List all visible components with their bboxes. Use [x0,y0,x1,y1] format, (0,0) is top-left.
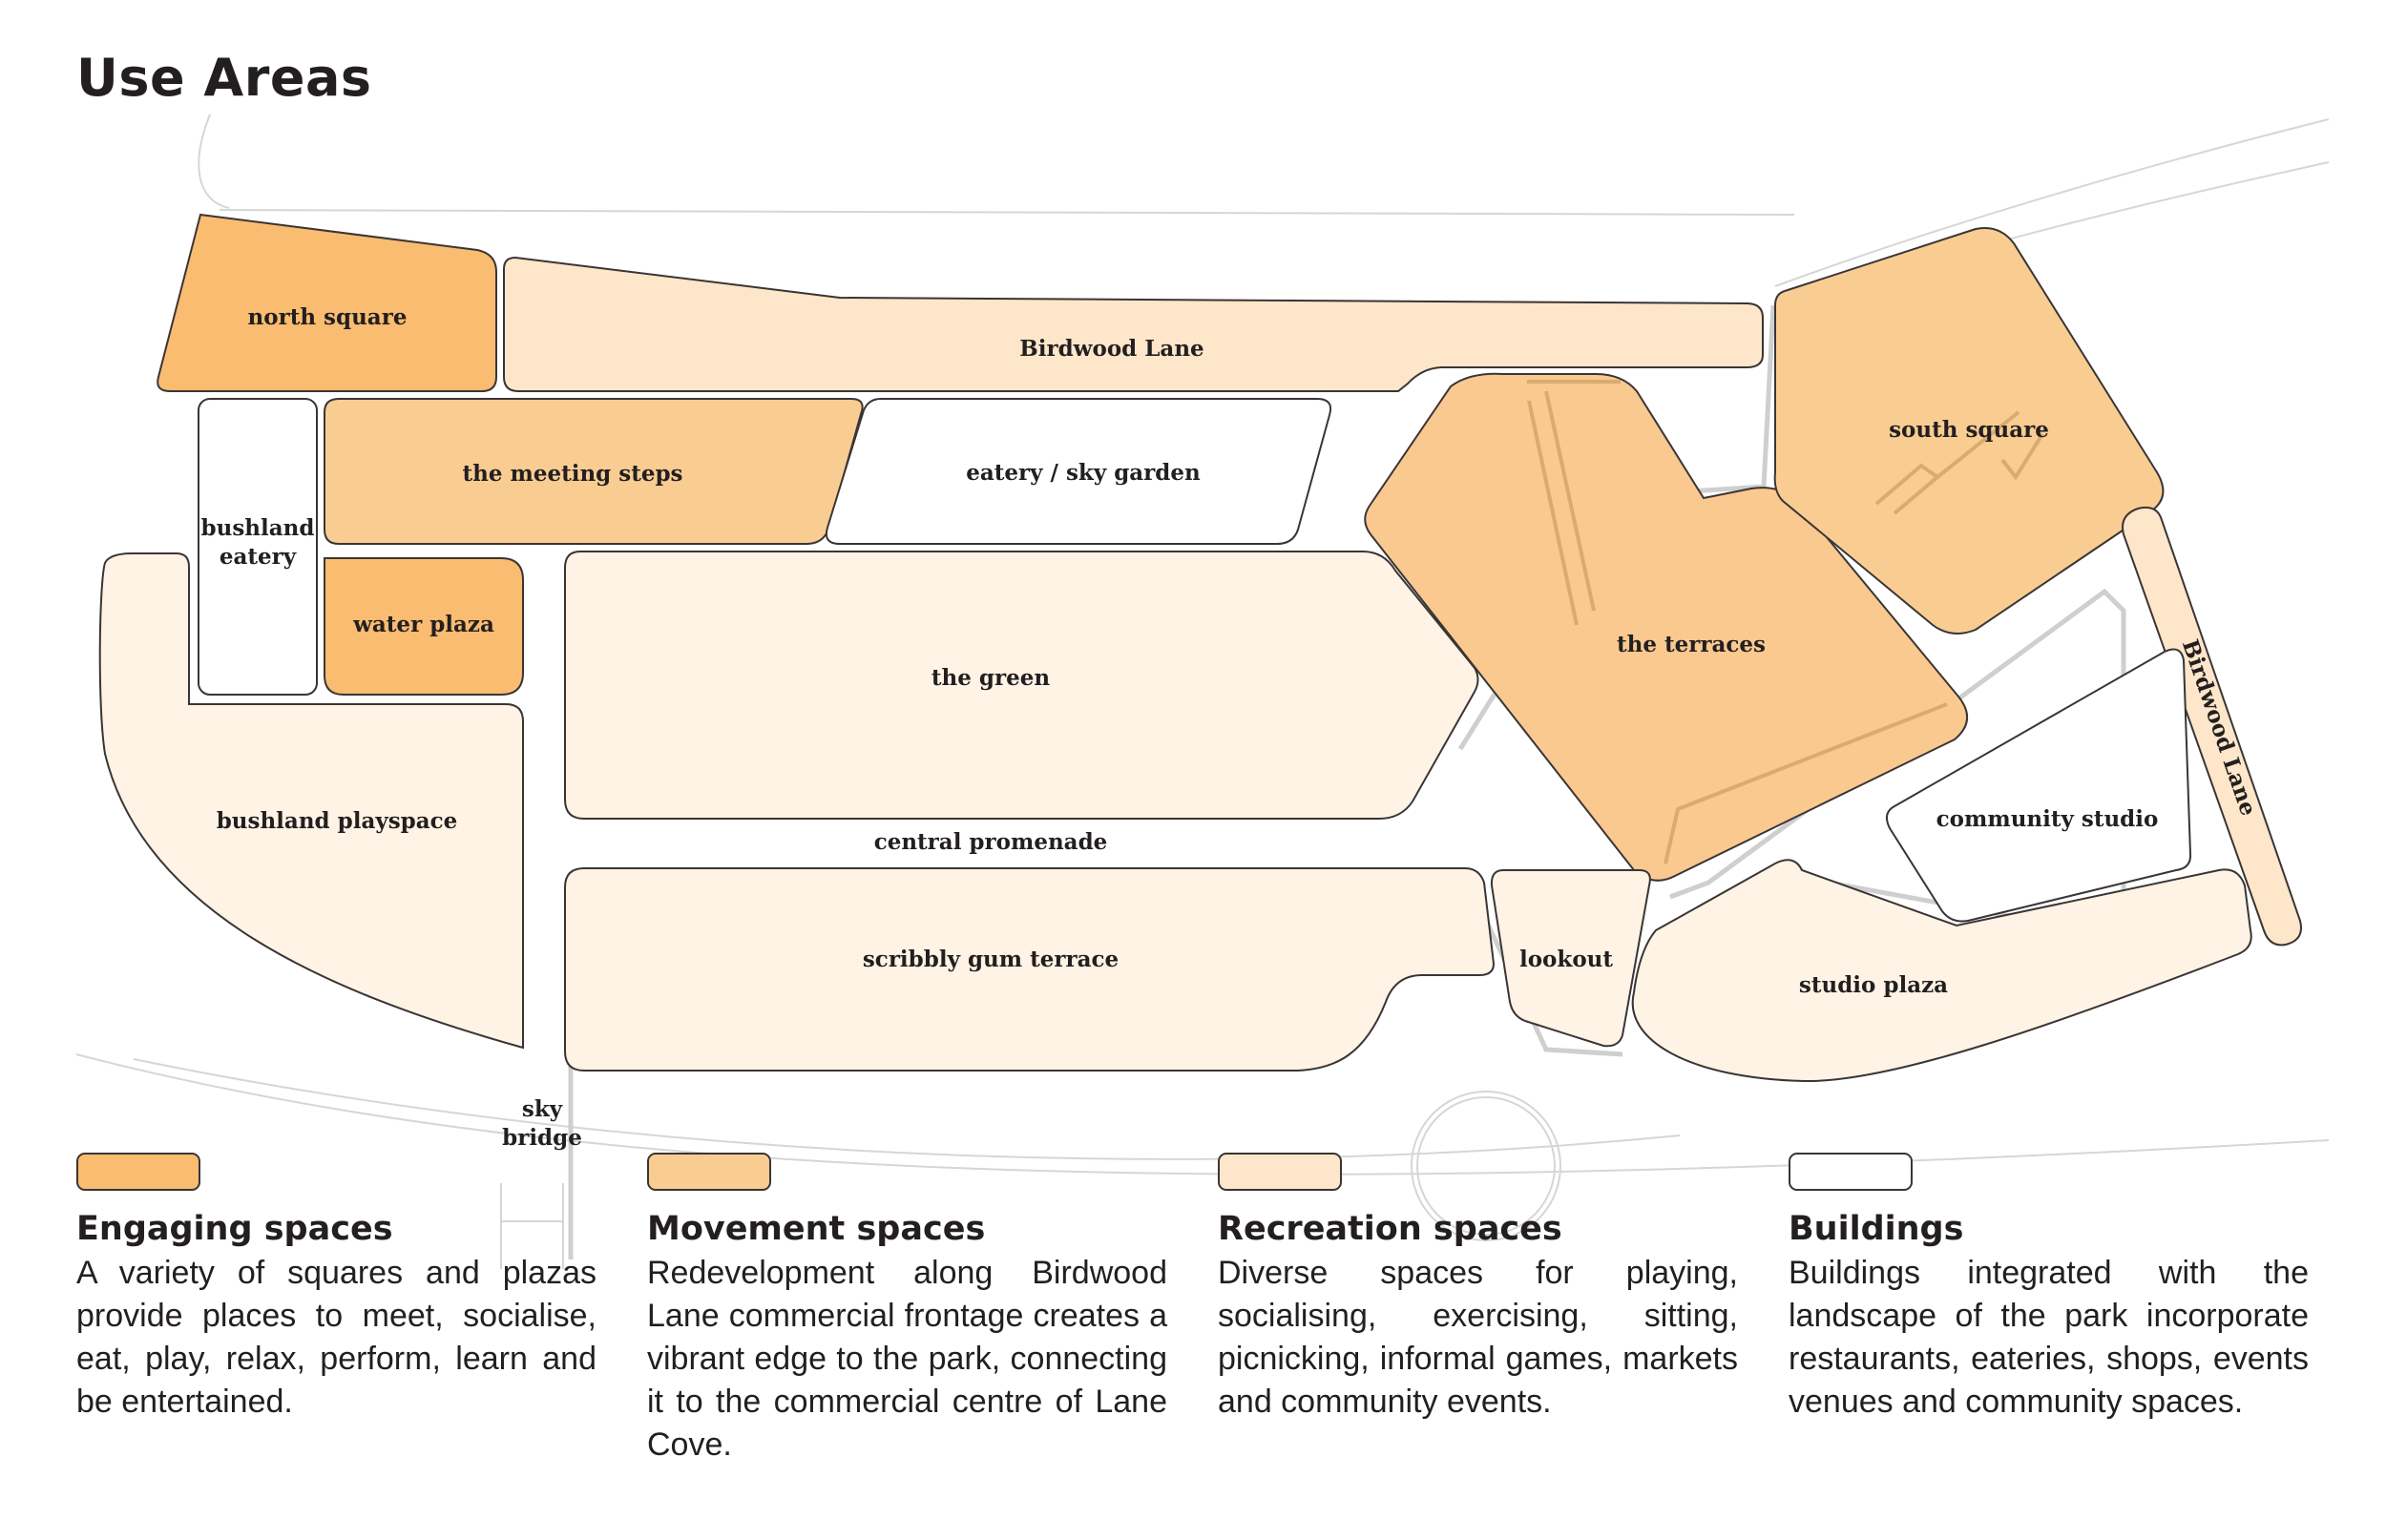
legend-title-buildings: Buildings [1789,1210,1964,1248]
context-lines [75,114,2330,1269]
south-square-label: south square [1889,417,2049,443]
birdwood-lane-side[interactable] [2122,506,2302,947]
meeting-steps-label: the meeting steps [463,461,683,487]
bushland-eatery-label-line1: bushland [201,515,315,541]
studio-plaza[interactable] [1631,859,2252,1083]
birdwood-lane-top-label: Birdwood Lane [1019,336,1203,362]
the-green[interactable] [564,551,1479,820]
swatch-movement [647,1153,771,1191]
page-title: Use Areas [76,48,372,108]
legend-title-engaging: Engaging spaces [76,1210,393,1248]
legend-title-recreation: Recreation spaces [1218,1210,1562,1248]
legend-title-movement: Movement spaces [647,1210,986,1248]
community-studio[interactable] [1885,648,2192,923]
legend-desc-movement: Redevelopment along Birdwood Lane commer… [647,1255,1167,1463]
south-square[interactable] [1773,227,2165,635]
the-terraces-label: the terraces [1617,632,1766,657]
water-plaza-label: water plaza [352,612,494,637]
legend-recreation: Recreation spaces Diverse spaces for pla… [1218,1153,1738,1424]
lookout-label: lookout [1519,947,1613,972]
meeting-steps[interactable] [324,398,864,545]
scribbly-gum-terrace-label: scribbly gum terrace [863,947,1119,972]
water-plaza[interactable] [324,557,524,696]
sky-bridge-label-line2: bridge [502,1125,582,1151]
swatch-recreation [1218,1153,1342,1191]
legend-movement: Movement spaces Redevelopment along Bird… [647,1153,1167,1467]
swatch-engaging [76,1153,200,1191]
bushland-playspace-label: bushland playspace [217,808,458,834]
sky-bridge-label-line1: sky [522,1096,563,1122]
legend-desc-buildings: Buildings integrated with the landscape … [1789,1255,2309,1420]
community-studio-label: community studio [1936,806,2159,832]
legend-engaging: Engaging spaces A variety of squares and… [76,1153,596,1424]
eatery-sky-garden[interactable] [825,398,1332,545]
terraces-path-motif [1527,380,2044,864]
legend-desc-engaging: A variety of squares and plazas provide … [76,1255,596,1420]
north-square-label: north square [248,304,408,330]
scribbly-gum-terrace[interactable] [564,867,1496,1072]
central-promenade-label: central promenade [874,829,1108,855]
bushland-eatery-label-line2: eatery [220,544,297,570]
lookout[interactable] [1490,869,1651,1048]
the-green-label: the green [931,665,1050,691]
bushland-playspace[interactable] [98,552,524,1050]
studio-plaza-label: studio plaza [1799,972,1948,998]
eatery-sky-garden-label: eatery / sky garden [966,460,1201,486]
north-square[interactable] [157,213,497,392]
legend-desc-recreation: Diverse spaces for playing, socialising,… [1218,1255,1738,1420]
birdwood-lane-top[interactable] [503,256,1764,392]
bushland-eatery[interactable] [198,398,318,696]
swatch-buildings [1789,1153,1913,1191]
legend-buildings: Buildings Buildings integrated with the … [1789,1153,2309,1424]
